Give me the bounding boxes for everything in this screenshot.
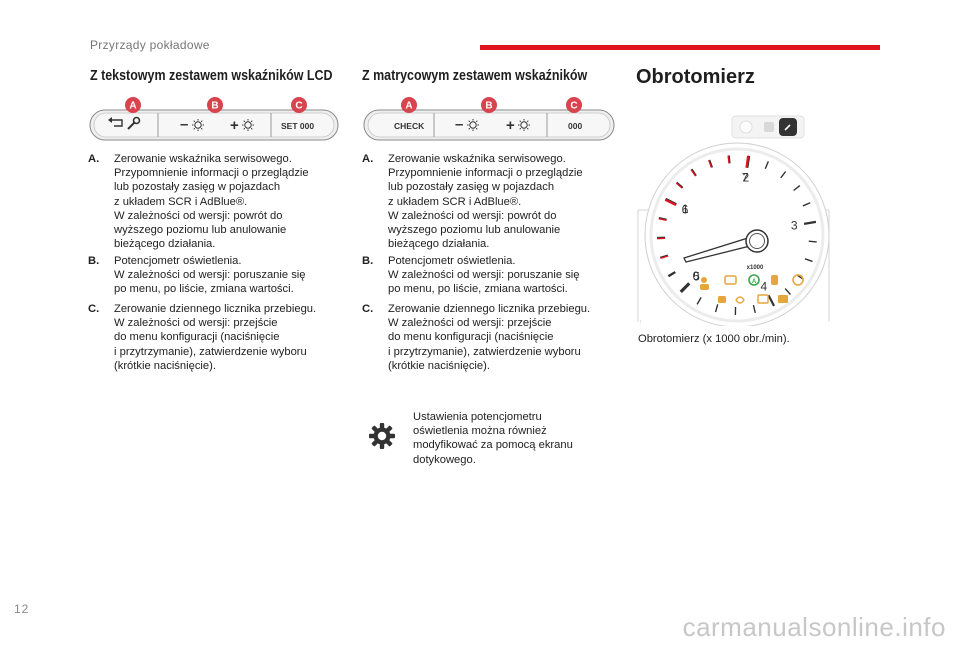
tick-mark — [764, 161, 770, 170]
matrix-item-a: A. Zerowanie wskaźnika serwisowego. Przy… — [362, 153, 583, 251]
badge-c: C — [291, 97, 307, 113]
set-button-label: SET 000 — [281, 121, 314, 131]
svg-text:A: A — [405, 101, 412, 112]
tick-mark — [803, 220, 817, 225]
tick-mark — [660, 255, 669, 260]
tachometer-number: 1 — [682, 202, 689, 216]
glow-plug-icon — [735, 296, 745, 304]
badge-b: B — [481, 97, 497, 113]
tachometer-needle — [683, 229, 769, 263]
counter-button-label: 000 — [568, 121, 582, 131]
page-number: 12 — [14, 602, 30, 616]
settings-gear-icon — [369, 423, 395, 449]
accent-bar — [480, 45, 880, 50]
tick-mark — [680, 282, 691, 294]
warning-icons: A — [700, 274, 804, 304]
tick-mark — [780, 171, 787, 179]
stop-warning-icon — [718, 296, 726, 303]
unit-label: x1000 — [747, 265, 764, 271]
coolant-warning-icon — [792, 274, 804, 286]
sun-icon — [467, 119, 479, 131]
tachometer-illustration: 0 1 2 3 4 5 6 7 x1000 A ! — [637, 115, 830, 326]
check-button-label: CHECK — [394, 121, 425, 131]
tick-mark — [708, 159, 713, 168]
tick-mark — [728, 155, 731, 164]
badge-c: C — [566, 97, 582, 113]
tachometer-number: 3 — [791, 218, 798, 232]
sun-icon — [518, 119, 530, 131]
engine-warning-icon — [724, 275, 737, 285]
lcd-item-a: A. Zerowanie wskaźnika serwisowego. Przy… — [88, 153, 309, 251]
svg-text:!: ! — [640, 320, 641, 326]
tick-mark — [664, 198, 677, 207]
tick-mark — [708, 159, 713, 168]
sun-icon — [242, 119, 254, 131]
badge-b: B — [207, 97, 223, 113]
tachometer-number: 4 — [761, 279, 768, 293]
tick-mark — [696, 297, 702, 305]
tick-mark — [676, 181, 684, 189]
tick-mark — [784, 288, 791, 295]
svg-text:C: C — [570, 101, 577, 112]
tick-mark — [727, 155, 730, 164]
matrix-item-b: B. Potencjometr oświetlenia. W zależnośc… — [362, 255, 580, 296]
tachometer-ticks — [657, 155, 817, 315]
tick-mark — [752, 304, 756, 314]
service-indicator-icon: A — [748, 274, 760, 286]
plus-symbol: + — [506, 117, 515, 134]
lights-warning-icon — [778, 295, 788, 303]
tick-mark — [804, 258, 813, 263]
plus-symbol: + — [230, 117, 239, 134]
tachometer-numbers: 0 1 2 3 4 5 6 7 — [682, 171, 798, 294]
svg-text:A: A — [752, 279, 757, 285]
matrix-item-c: C. Zerowanie dziennego licznika przebieg… — [362, 303, 591, 372]
seatbelt-warning-icon — [700, 277, 709, 290]
tachometer-caption: Obrotomierz (x 1000 obr./min). — [638, 333, 790, 345]
tick-mark — [808, 240, 817, 243]
tachometer-number: 6 — [682, 202, 689, 216]
badge-a: A — [125, 97, 141, 113]
tick-mark — [668, 271, 676, 278]
tick-mark — [793, 185, 801, 192]
tick-mark — [714, 304, 719, 313]
lcd-control-panel: – + SET 000 A B C — [89, 97, 339, 141]
tick-mark — [658, 217, 667, 221]
tachometer-heading: Obrotomierz — [636, 66, 755, 88]
wrench-icon — [127, 116, 141, 130]
tick-mark — [658, 217, 667, 221]
tick-mark — [690, 169, 697, 177]
lcd-item-b: B. Potencjometr oświetlenia. W zależnośc… — [88, 255, 306, 296]
svg-text:B: B — [485, 101, 492, 112]
badge-a: A — [401, 97, 417, 113]
tick-mark — [802, 202, 811, 207]
battery-warning-icon — [757, 294, 769, 304]
tick-mark — [745, 155, 750, 168]
lcd-heading: Z tekstowym zestawem wskaźników LCD — [90, 68, 333, 84]
watermark: carmanualsonline.info — [682, 612, 946, 642]
tachometer-number: 2 — [742, 171, 749, 185]
svg-text:B: B — [211, 101, 218, 112]
minus-symbol: – — [180, 116, 188, 133]
tick-mark — [691, 168, 697, 176]
section-title: Przyrządy pokładowe — [90, 38, 210, 52]
minus-symbol: – — [455, 116, 463, 133]
matrix-heading: Z matrycowym zestawem wskaźników — [362, 68, 588, 84]
tachometer-number: 7 — [742, 171, 749, 185]
svg-text:A: A — [129, 101, 136, 112]
sun-icon — [192, 119, 204, 131]
tick-mark — [767, 294, 776, 307]
touchscreen-note: Ustawienia potencjometru oświetlenia moż… — [413, 411, 573, 466]
svg-text:C: C — [295, 101, 302, 112]
tachometer-number: 5 — [693, 270, 700, 284]
tick-mark — [667, 271, 676, 277]
return-icon — [108, 117, 123, 127]
fluid-warning-icon — [771, 275, 778, 285]
matrix-control-panel: CHECK – + 000 A B C — [363, 97, 615, 141]
tick-mark — [675, 182, 683, 189]
lcd-item-c: C. Zerowanie dziennego licznika przebieg… — [88, 303, 317, 372]
tick-mark — [660, 254, 669, 259]
tachometer-number: 0 — [693, 269, 700, 283]
